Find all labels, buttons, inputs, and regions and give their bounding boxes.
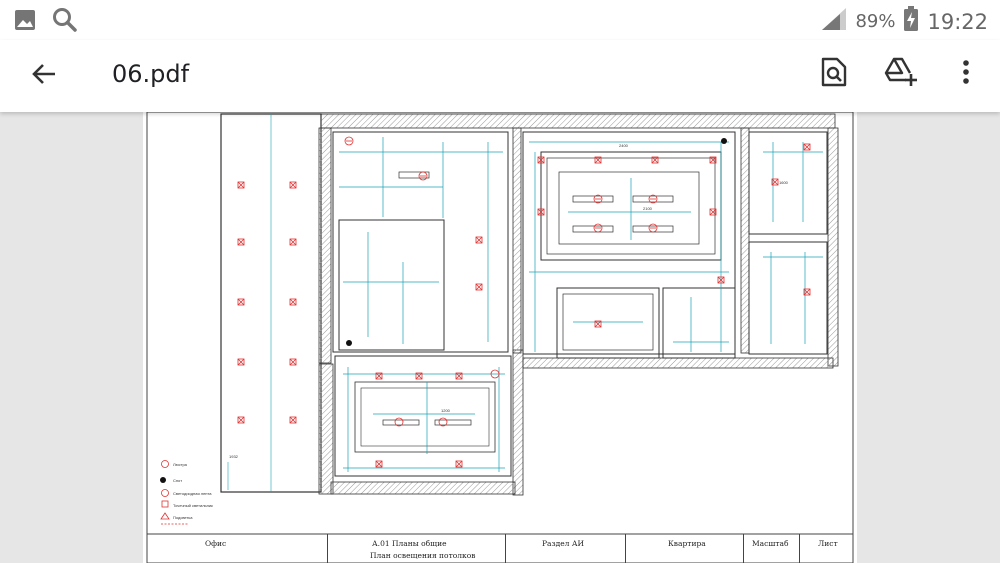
legend-label: Точечный светильник xyxy=(173,503,213,508)
more-options-button[interactable] xyxy=(946,54,986,94)
tb-office: Офис xyxy=(205,539,227,548)
tb-sheet-name: План освещения потолков xyxy=(370,551,476,560)
title-block: Офис А.01 Планы общие План освещения пот… xyxy=(147,534,853,563)
find-in-file-button[interactable] xyxy=(814,54,854,94)
find-in-file-icon xyxy=(821,57,847,91)
battery-percent: 89% xyxy=(855,11,896,32)
tb-sheet-code: А.01 Планы общие xyxy=(372,539,447,548)
tb-scale-label: Масштаб xyxy=(752,539,789,548)
dimension-label: 1200 xyxy=(441,408,451,413)
battery-charging-icon xyxy=(903,6,919,37)
pdf-viewer[interactable]: Люстра Спот Светодиодная лента Точечный … xyxy=(0,112,1000,563)
pdf-page: Люстра Спот Светодиодная лента Точечный … xyxy=(143,112,857,563)
status-bar: 89% 19:22 xyxy=(0,0,1000,40)
legend-label: Подсветка xyxy=(173,515,193,520)
ceiling-plan-drawing: Люстра Спот Светодиодная лента Точечный … xyxy=(146,112,854,563)
dimension-label: 2100 xyxy=(643,206,653,211)
tb-section: Раздел АИ xyxy=(542,539,585,548)
clock: 19:22 xyxy=(927,9,988,34)
tb-object: Квартира xyxy=(668,539,706,548)
dimension-label: 2400 xyxy=(619,143,629,148)
tb-sheet-label: Лист xyxy=(818,539,838,548)
more-vert-icon xyxy=(962,59,970,89)
image-icon xyxy=(14,9,36,35)
legend-label: Спот xyxy=(173,478,182,483)
back-button[interactable] xyxy=(24,56,64,96)
add-to-drive-icon xyxy=(883,57,917,91)
document-title: 06.pdf xyxy=(112,60,190,88)
search-icon xyxy=(52,7,78,37)
arrow-back-icon xyxy=(30,60,58,92)
add-to-drive-button[interactable] xyxy=(880,54,920,94)
legend-symbols xyxy=(160,460,189,525)
cell-signal-icon xyxy=(821,7,847,36)
dimension-label: 1932 xyxy=(229,454,239,459)
legend-label: Люстра xyxy=(173,462,188,467)
legend-label: Светодиодная лента xyxy=(173,491,212,496)
app-bar: 06.pdf xyxy=(0,40,1000,112)
dimension-label: 1600 xyxy=(779,180,789,185)
